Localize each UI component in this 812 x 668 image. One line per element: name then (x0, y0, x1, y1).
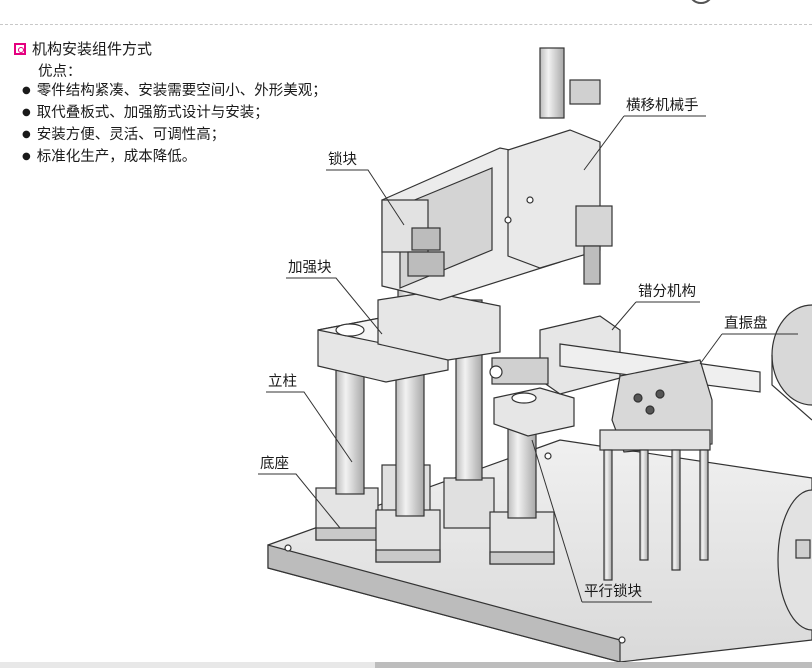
top-dashed-divider (0, 24, 812, 25)
square-bullet-icon (14, 42, 26, 55)
advantage-item: 零件结构紧凑、安装需要空间小、外形美观； (22, 80, 327, 102)
callout-lock-block: 锁块 (328, 151, 357, 168)
advantage-item: 安装方便、灵活、可调性高； (22, 124, 327, 146)
callout-separating-mechanism: 错分机构 (638, 283, 696, 300)
callout-linear-feeder: 直振盘 (724, 314, 768, 332)
base-block (315, 487, 555, 565)
section-title: 机构安装组件方式 (32, 40, 153, 58)
callout-traverse-manipulator: 横移机械手 (626, 97, 699, 114)
vibratory-bowl (771, 304, 812, 631)
separating-mechanism (489, 315, 761, 581)
parallel-lock-block (493, 387, 575, 437)
slide-assembly (381, 47, 613, 301)
callout-column: 立柱 (268, 373, 297, 390)
reinforce-block (317, 291, 501, 383)
callout-reinforce-block: 加强块 (288, 259, 332, 276)
footer-bar-accent (375, 662, 812, 668)
advantage-item: 标准化生产，成本降低。 (22, 146, 327, 168)
callout-leaders (258, 115, 798, 603)
advantage-item: 取代叠板式、加强筋式设计与安装； (22, 102, 327, 124)
advantages-list: 零件结构紧凑、安装需要空间小、外形美观； 取代叠板式、加强筋式设计与安装； 安装… (22, 80, 327, 168)
section-heading: 机构安装组件方式 (14, 38, 152, 59)
callout-parallel-lock-block: 平行锁块 (584, 583, 642, 600)
callout-base: 底座 (260, 455, 289, 472)
advantages-label: 优点： (38, 64, 82, 80)
